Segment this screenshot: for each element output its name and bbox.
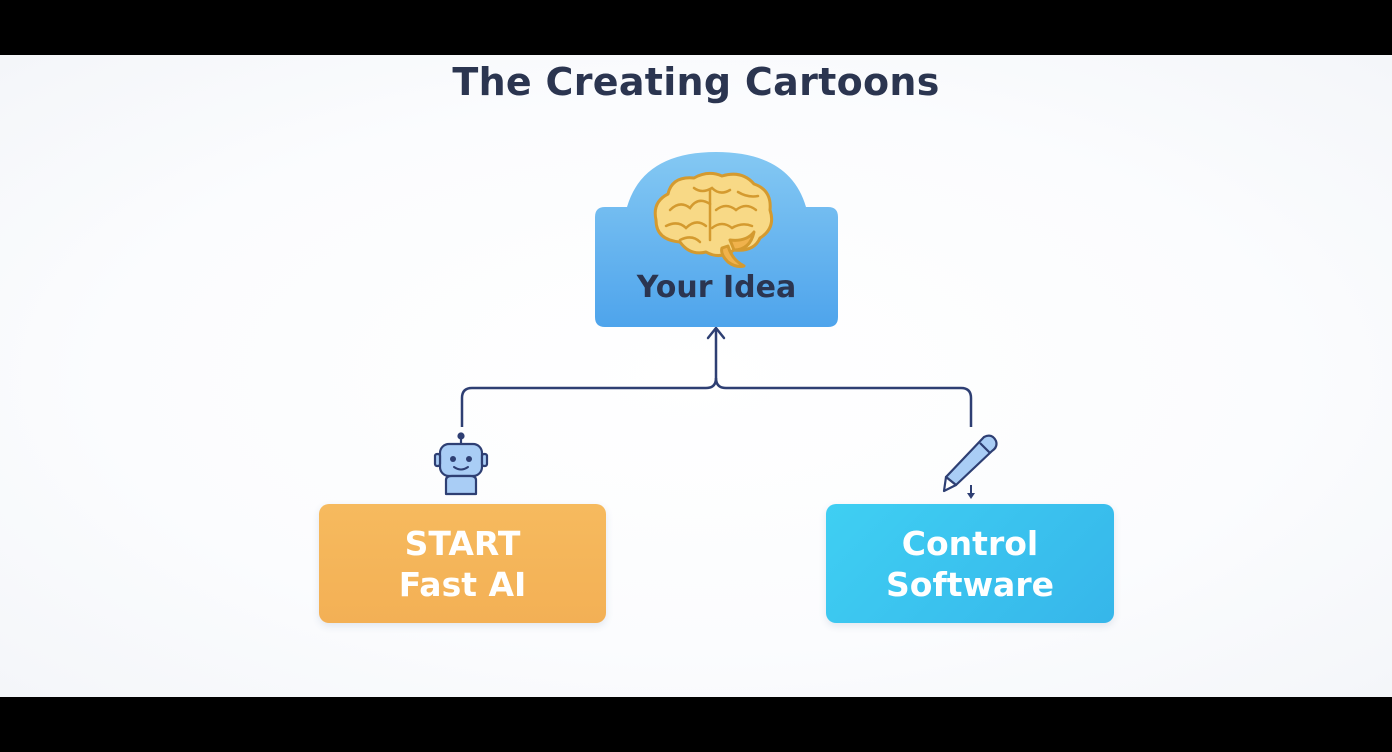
idea-label: Your Idea (636, 270, 797, 305)
start-fast-ai-line2: Fast AI (398, 564, 527, 604)
control-software-node[interactable]: Control Software (826, 504, 1114, 623)
start-fast-ai-node[interactable]: START Fast AI (319, 504, 606, 623)
control-software-line2: Software (886, 564, 1054, 604)
start-fast-ai-line1: START (404, 523, 521, 563)
arrowhead-up (706, 326, 726, 340)
control-software-line1: Control (901, 523, 1039, 563)
pencil-icon (942, 434, 998, 499)
letterbox-top (0, 0, 1392, 55)
letterbox-bottom (0, 697, 1392, 752)
robot-icon (433, 432, 489, 496)
connector-right (714, 377, 973, 427)
diagram-title: The Creating Cartoons (452, 60, 940, 104)
connector-left (460, 330, 718, 427)
brain-icon (653, 171, 774, 268)
